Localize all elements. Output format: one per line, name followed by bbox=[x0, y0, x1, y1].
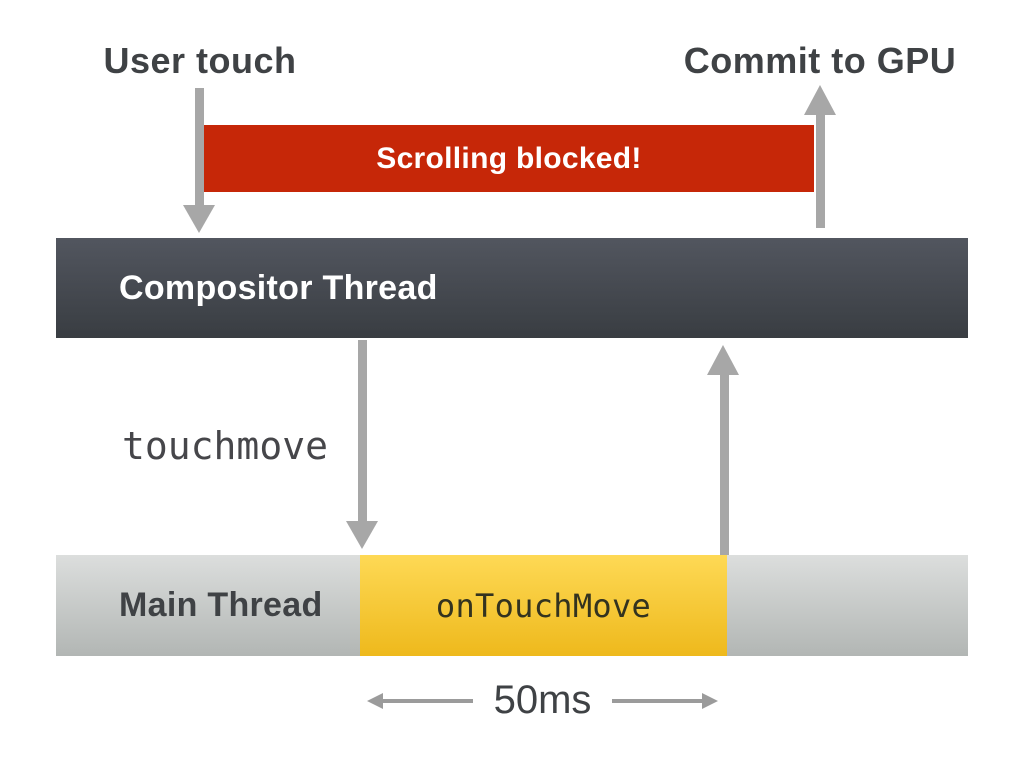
scrolling-blocked-label: Scrolling blocked! bbox=[376, 141, 642, 175]
main-thread-label: Main Thread bbox=[119, 586, 323, 624]
touchmove-event-label: touchmove bbox=[122, 424, 328, 468]
duration-arrow-left-icon bbox=[367, 693, 383, 709]
reply-arrow-up-icon bbox=[707, 345, 739, 375]
on-touch-move-label: onTouchMove bbox=[435, 586, 652, 625]
compositor-thread-label: Compositor Thread bbox=[119, 268, 438, 307]
main-thread-bar: onTouchMove Main Thread bbox=[56, 555, 968, 656]
duration-line-right bbox=[612, 699, 703, 703]
duration-arrow-right-icon bbox=[702, 693, 718, 709]
main-thread-label-wrap: Main Thread bbox=[119, 555, 323, 656]
reply-arrow-shaft bbox=[720, 373, 729, 555]
commit-to-gpu-label: Commit to GPU bbox=[683, 40, 957, 81]
touchmove-arrow-shaft bbox=[358, 340, 367, 523]
duration-label: 50ms bbox=[493, 678, 592, 722]
on-touch-move-segment: onTouchMove bbox=[360, 555, 727, 656]
compositor-thread-bar: Compositor Thread bbox=[56, 238, 968, 338]
duration-line-left bbox=[382, 699, 473, 703]
commit-arrow-up-icon bbox=[804, 85, 836, 115]
touchmove-arrow-down-icon bbox=[346, 521, 378, 549]
user-touch-arrow-down-icon bbox=[183, 205, 215, 233]
scrolling-blocked-bar: Scrolling blocked! bbox=[204, 125, 814, 192]
user-touch-arrow-shaft bbox=[195, 88, 204, 207]
user-touch-label: User touch bbox=[103, 40, 297, 81]
commit-arrow-shaft bbox=[816, 113, 825, 228]
